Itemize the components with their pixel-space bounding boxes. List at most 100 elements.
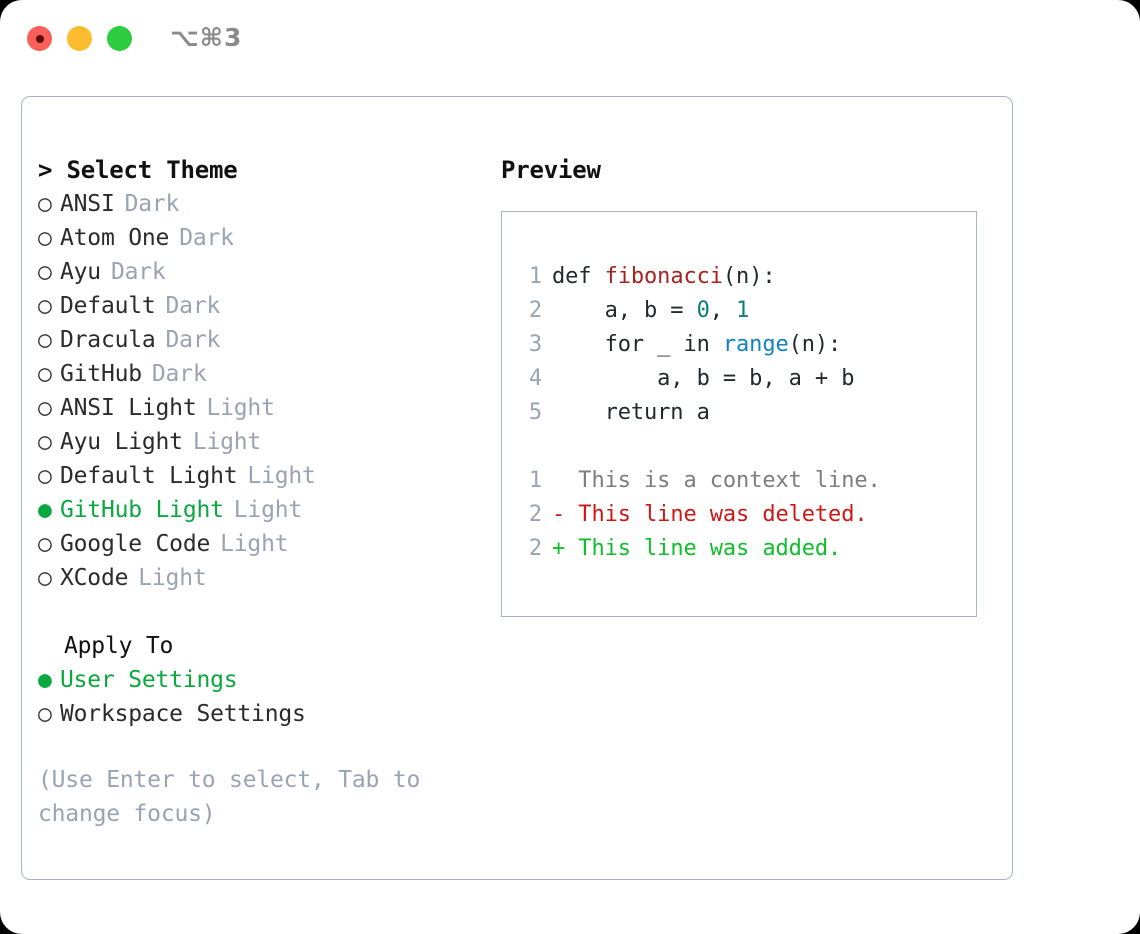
- apply-to-option-label: User Settings: [60, 667, 238, 693]
- radio-unselected-icon: ○: [38, 395, 52, 421]
- traffic-lights: [27, 26, 132, 51]
- line-number: 1: [528, 264, 542, 289]
- theme-option-label: Google Code: [60, 531, 211, 557]
- line-number: 2: [528, 536, 542, 561]
- diff-text: This line was added.: [565, 536, 842, 561]
- theme-option-variant-tag: Dark: [179, 225, 234, 251]
- theme-option-label: Atom One: [60, 225, 170, 251]
- line-number: 4: [528, 366, 542, 391]
- code-token: def: [552, 264, 605, 289]
- theme-option-label: Ayu: [60, 259, 101, 285]
- theme-option-variant-tag: Light: [233, 497, 303, 523]
- radio-unselected-icon: ○: [38, 429, 52, 455]
- radio-unselected-icon: ○: [38, 565, 52, 591]
- radio-unselected-icon: ○: [38, 701, 52, 727]
- theme-option-variant-tag: Dark: [165, 293, 221, 319]
- title-bar: ⌥⌘3: [0, 0, 1140, 76]
- keyboard-shortcut-label: ⌥⌘3: [170, 23, 243, 52]
- theme-option[interactable]: ○ GitHub Dark: [38, 357, 478, 391]
- radio-unselected-icon: ○: [38, 361, 52, 387]
- code-token: range: [722, 332, 789, 357]
- code-spacer: [516, 430, 976, 464]
- preview-title: Preview: [501, 156, 601, 184]
- theme-option-variant-tag: Dark: [165, 327, 221, 353]
- theme-option-variant-tag: Dark: [110, 259, 166, 285]
- theme-option-variant-tag: Light: [220, 531, 289, 557]
- radio-unselected-icon: ○: [38, 327, 52, 353]
- page-title: > Select Theme: [38, 156, 238, 184]
- theme-option[interactable]: ○ Google Code Light: [38, 527, 478, 561]
- code-token: a, b =: [552, 298, 697, 323]
- theme-option[interactable]: ○ Atom One Dark: [38, 221, 478, 255]
- theme-option[interactable]: ○ ANSI Light Light: [38, 391, 478, 425]
- close-window-button[interactable]: [27, 26, 52, 51]
- theme-option-label: GitHub: [60, 361, 142, 387]
- theme-option-variant-tag: Light: [138, 565, 207, 591]
- diff-marker: +: [552, 536, 566, 561]
- theme-option-label: GitHub Light: [60, 497, 224, 523]
- code-token: return a: [552, 400, 710, 425]
- theme-option[interactable]: ● GitHub Light Light: [38, 493, 478, 527]
- code-token: a, b = b, a + b: [552, 366, 855, 391]
- theme-option-label: Default Light: [60, 463, 238, 489]
- diff-sample: 1 This is a context line.2- This line wa…: [516, 464, 976, 566]
- line-number: 2: [528, 502, 542, 527]
- radio-unselected-icon: ○: [38, 191, 52, 217]
- diff-line: 2 + This line was added.: [516, 532, 976, 566]
- theme-option[interactable]: ○ Ayu Light Light: [38, 425, 478, 459]
- diff-marker: [552, 464, 565, 498]
- theme-option[interactable]: ○ XCode Light: [38, 561, 478, 595]
- theme-option-label: Default: [60, 293, 156, 319]
- keyboard-hint: (Use Enter to select, Tab to change focu…: [38, 767, 421, 827]
- diff-text: This line was deleted.: [565, 502, 868, 527]
- radio-unselected-icon: ○: [38, 225, 52, 251]
- apply-to-option[interactable]: ● User Settings: [38, 663, 478, 697]
- theme-option[interactable]: ○ Default Dark: [38, 289, 478, 323]
- radio-unselected-icon: ○: [38, 531, 52, 557]
- apply-to-list: ● User Settings ○ Workspace Settings: [38, 663, 478, 731]
- theme-option-variant-tag: Light: [206, 395, 275, 421]
- code-line: 4 a, b = b, a + b: [516, 362, 976, 396]
- theme-option-label: XCode: [60, 565, 129, 591]
- theme-option[interactable]: ○ Ayu Dark: [38, 255, 478, 289]
- apply-to-option[interactable]: ○ Workspace Settings: [38, 697, 478, 731]
- diff-marker: -: [552, 502, 566, 527]
- code-token: ,: [709, 298, 737, 323]
- theme-option-variant-tag: Dark: [124, 191, 180, 217]
- line-number: 3: [528, 332, 542, 357]
- diff-line: 2- This line was deleted.: [516, 498, 976, 532]
- theme-option-label: Ayu Light: [60, 429, 183, 455]
- theme-option-variant-tag: Light: [192, 429, 262, 455]
- radio-unselected-icon: ○: [38, 293, 52, 319]
- theme-option[interactable]: ○ ANSI Dark: [38, 187, 478, 221]
- theme-option-label: ANSI Light: [60, 395, 197, 421]
- code-token: 1: [736, 298, 750, 323]
- zoom-window-button[interactable]: [107, 26, 132, 51]
- diff-line: 1 This is a context line.: [516, 464, 976, 498]
- radio-selected-icon: ●: [38, 497, 52, 523]
- code-token: 0: [696, 298, 710, 323]
- minimize-window-button[interactable]: [67, 26, 92, 51]
- radio-unselected-icon: ○: [38, 259, 52, 285]
- line-number: 2: [528, 298, 542, 323]
- code-token: (n):: [722, 264, 776, 289]
- code-token: for _ in: [552, 332, 723, 357]
- theme-option-variant-tag: Light: [247, 463, 316, 489]
- diff-text: This is a context line.: [565, 468, 881, 493]
- code-line: 2 a, b = 0, 1: [516, 294, 976, 328]
- radio-selected-icon: ●: [38, 667, 52, 693]
- theme-option-variant-tag: Dark: [151, 361, 207, 387]
- line-number: 5: [528, 400, 542, 425]
- theme-option-label: ANSI: [60, 191, 115, 217]
- apply-to-option-label: Workspace Settings: [60, 701, 306, 727]
